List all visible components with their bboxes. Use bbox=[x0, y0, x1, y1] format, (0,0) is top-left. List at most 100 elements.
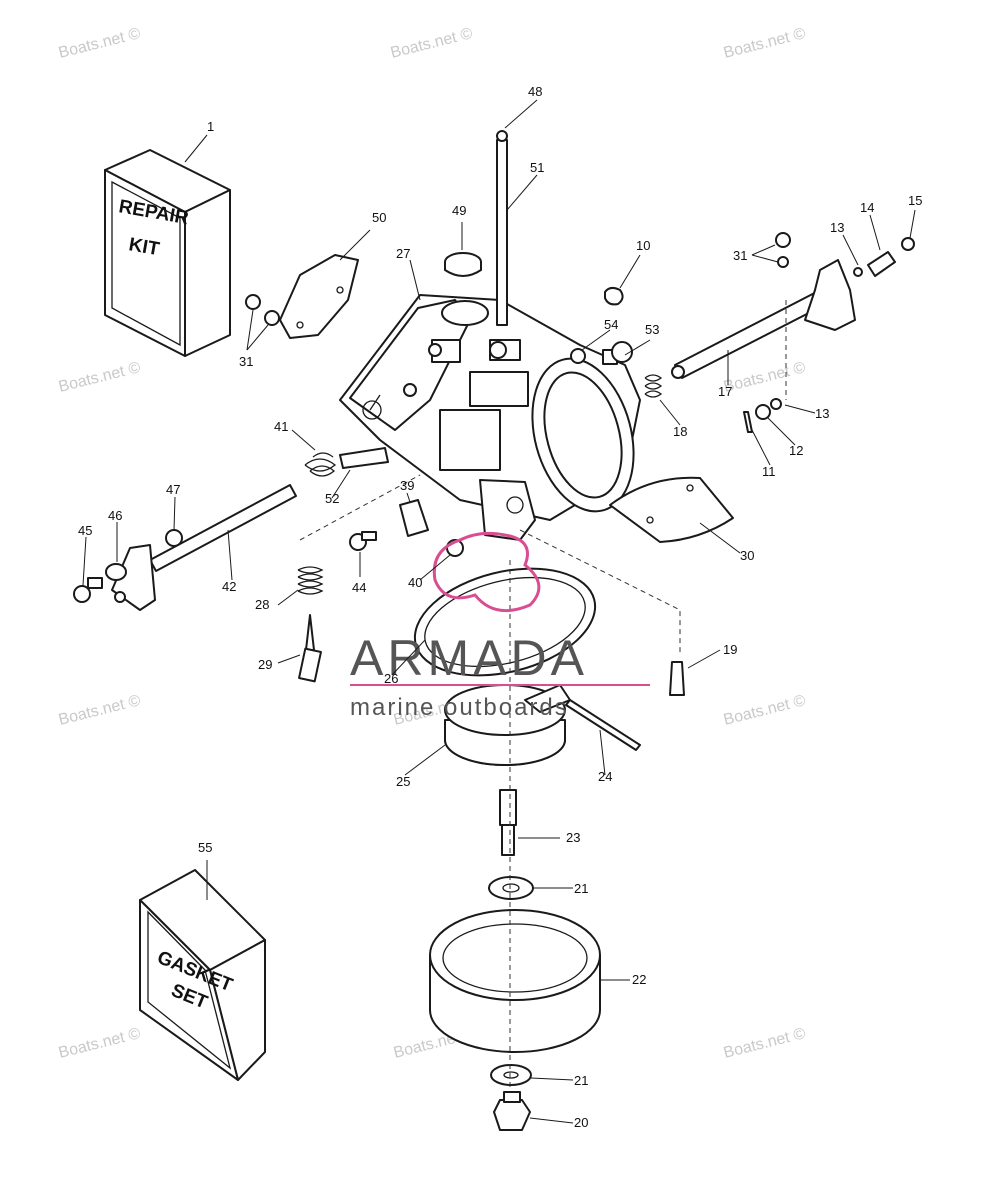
callout-25: 25 bbox=[396, 774, 410, 789]
callouts: 1 10 11 12 13 13 14 15 17 18 19 20 21 21… bbox=[78, 84, 922, 1130]
bushing bbox=[105, 563, 127, 581]
choke-retainer bbox=[165, 529, 183, 547]
callout-21-lower: 21 bbox=[574, 1073, 588, 1088]
idle-screw bbox=[570, 348, 586, 364]
choke-shaft-stub bbox=[339, 447, 389, 469]
cover-plate bbox=[279, 254, 359, 339]
callout-13-lower: 13 bbox=[815, 406, 829, 421]
bowl-nut bbox=[493, 1091, 531, 1131]
screw-44 bbox=[349, 531, 377, 551]
throttle-plate-hole bbox=[686, 484, 694, 492]
brand-tagline: marine outboards bbox=[350, 694, 569, 721]
callout-54: 54 bbox=[604, 317, 618, 332]
welch-plug bbox=[444, 252, 482, 277]
callout-39: 39 bbox=[400, 478, 414, 493]
float-pin-rod bbox=[496, 130, 508, 326]
mixture-needle bbox=[298, 614, 322, 683]
callout-26: 26 bbox=[384, 671, 398, 686]
callout-14: 14 bbox=[860, 200, 874, 215]
assembly-lines bbox=[299, 300, 787, 1090]
float-bowl-gasket bbox=[413, 567, 597, 677]
float-bowl bbox=[429, 909, 601, 1053]
callout-13-upper: 13 bbox=[830, 220, 844, 235]
callout-21-upper: 21 bbox=[574, 881, 588, 896]
gasket-set-box: GASKET SET bbox=[139, 869, 266, 1081]
brand-underline bbox=[350, 684, 650, 686]
washer-21-lower bbox=[490, 1064, 532, 1086]
pin-11 bbox=[743, 411, 753, 433]
callout-17: 17 bbox=[718, 384, 732, 399]
cover-plate-hole bbox=[336, 286, 344, 294]
inlet-needle bbox=[669, 661, 685, 696]
watermark: Boats.net © bbox=[57, 25, 143, 62]
watermark: Boats.net © bbox=[389, 25, 475, 62]
callout-52: 52 bbox=[325, 491, 339, 506]
callout-45: 45 bbox=[78, 523, 92, 538]
brand-mark bbox=[432, 531, 541, 613]
throttle-spring bbox=[644, 374, 663, 398]
callout-15: 15 bbox=[908, 193, 922, 208]
choke-shaft bbox=[111, 484, 297, 611]
stop-screw-14 bbox=[867, 251, 896, 277]
callout-30: 30 bbox=[740, 548, 754, 563]
callout-31-right: 31 bbox=[733, 248, 747, 263]
callout-22: 22 bbox=[632, 972, 646, 987]
callout-48: 48 bbox=[528, 84, 542, 99]
watermark: Boats.net © bbox=[57, 359, 143, 396]
watermark: Boats.net © bbox=[722, 1025, 808, 1062]
callout-23: 23 bbox=[566, 830, 580, 845]
float-hinge-pin bbox=[565, 699, 641, 751]
callout-53: 53 bbox=[645, 322, 659, 337]
callout-55: 55 bbox=[198, 840, 212, 855]
callout-47: 47 bbox=[166, 482, 180, 497]
callout-18: 18 bbox=[673, 424, 687, 439]
watermark: Boats.net © bbox=[57, 692, 143, 729]
throttle-shaft bbox=[671, 259, 856, 379]
carburetor-body bbox=[339, 294, 641, 541]
callout-42: 42 bbox=[222, 579, 236, 594]
washer-12 bbox=[755, 404, 771, 420]
callout-11: 11 bbox=[762, 464, 776, 479]
brand-name: ARMADA bbox=[350, 630, 588, 686]
watermark: Boats.net © bbox=[57, 1025, 143, 1062]
cap-15 bbox=[901, 237, 915, 251]
throttle-plate bbox=[609, 476, 734, 543]
mixture-screw bbox=[602, 341, 633, 365]
callout-1: 1 bbox=[207, 119, 214, 134]
leader-lines bbox=[82, 99, 916, 1124]
callout-29: 29 bbox=[258, 657, 272, 672]
screw-pair-right bbox=[775, 232, 791, 268]
bracket-39 bbox=[399, 499, 429, 537]
callout-28: 28 bbox=[255, 597, 269, 612]
callout-12: 12 bbox=[789, 443, 803, 458]
callout-24: 24 bbox=[598, 769, 612, 784]
main-nozzle bbox=[499, 789, 517, 856]
callout-46: 46 bbox=[108, 508, 122, 523]
callout-44: 44 bbox=[352, 580, 366, 595]
choke-spring bbox=[304, 452, 337, 477]
callout-50: 50 bbox=[372, 210, 386, 225]
callout-40: 40 bbox=[408, 575, 422, 590]
throttle-plate-hole bbox=[646, 516, 654, 524]
callout-19: 19 bbox=[723, 642, 737, 657]
callout-41: 41 bbox=[274, 419, 288, 434]
watermark: Boats.net © bbox=[722, 692, 808, 729]
callout-20: 20 bbox=[574, 1115, 588, 1130]
callout-31-left: 31 bbox=[239, 354, 253, 369]
cover-plate-hole bbox=[296, 321, 304, 329]
ring-13 bbox=[770, 398, 782, 410]
repair-kit-box: REPAIR KIT bbox=[104, 149, 231, 357]
choke-lever-screw bbox=[73, 577, 103, 603]
callout-49: 49 bbox=[452, 203, 466, 218]
washer-21-upper bbox=[488, 876, 534, 900]
screw-pair-left bbox=[245, 294, 280, 326]
callout-27: 27 bbox=[396, 246, 410, 261]
callout-10: 10 bbox=[636, 238, 650, 253]
clip bbox=[604, 286, 624, 306]
callout-51: 51 bbox=[530, 160, 544, 175]
needle-spring bbox=[297, 566, 324, 595]
washer-13 bbox=[853, 267, 863, 277]
watermark: Boats.net © bbox=[722, 359, 808, 396]
brand-logo: ARMADA marine outboards bbox=[350, 531, 650, 721]
